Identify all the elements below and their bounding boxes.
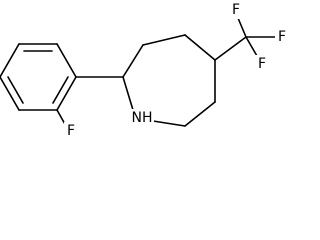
azepane-ring — [122, 34, 216, 127]
molecule-drawing: F NH F F F — [0, 1, 289, 140]
atom-label-nh: NH — [130, 109, 154, 127]
benzene-ring — [0, 43, 77, 111]
atom-label-f-aryl: F — [64, 122, 78, 140]
atom-label-f-cf3-bottom: F — [255, 55, 269, 73]
svg-text:F: F — [232, 2, 240, 18]
cf3-group — [214, 17, 276, 61]
atom-label-f-cf3-top: F — [229, 1, 243, 19]
svg-text:F: F — [67, 123, 75, 139]
atom-label-f-cf3-right: F — [275, 28, 289, 46]
svg-text:NH: NH — [132, 110, 153, 126]
structure-diagram: F NH F F F — [0, 1, 289, 140]
svg-text:F: F — [278, 29, 286, 45]
svg-text:F: F — [258, 56, 266, 72]
